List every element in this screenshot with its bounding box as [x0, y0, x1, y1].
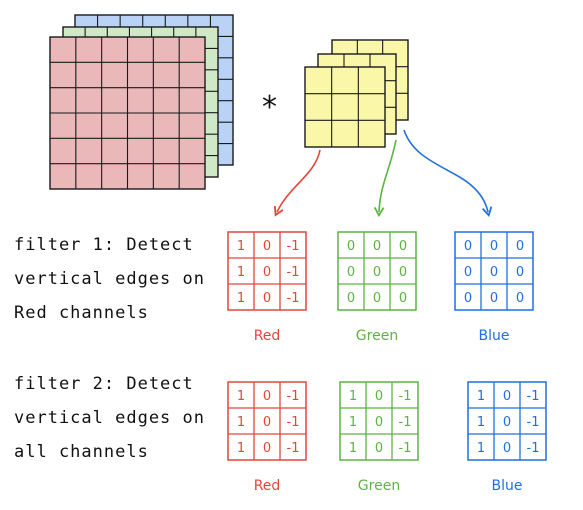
filter-value: 0: [373, 239, 381, 254]
filter-value: 0: [399, 291, 407, 306]
filter-value: 0: [399, 239, 407, 254]
filter-grid-border: [337, 231, 417, 311]
filter-value: 0: [375, 415, 383, 430]
filter2-description-line: filter 2: Detect: [14, 374, 194, 394]
filter-value: 0: [375, 389, 383, 404]
filter2-description-line: all channels: [14, 442, 149, 462]
filter-value: 0: [263, 239, 271, 254]
filter-value: -1: [287, 265, 300, 280]
filter-value: 0: [263, 441, 271, 456]
channel-label: Green: [358, 478, 400, 494]
filter-grid-border: [227, 231, 307, 311]
filter-value: 1: [477, 415, 485, 430]
filter-value: 0: [347, 291, 355, 306]
filter-grid-border: [454, 231, 534, 311]
filter-value: 0: [347, 239, 355, 254]
channel-label: Red: [254, 328, 281, 344]
arrow-to-blue-icon: [403, 129, 493, 218]
filter-value: 1: [349, 415, 357, 430]
arrow-to-red-icon: [274, 149, 321, 217]
filter-value: -1: [399, 415, 412, 430]
filter-value: 0: [263, 291, 271, 306]
channel-label: Blue: [479, 328, 510, 344]
filter-value: 1: [237, 239, 245, 254]
arrow-to-green-icon: [373, 139, 397, 218]
filter-value: 0: [263, 265, 271, 280]
filter-value: -1: [527, 389, 540, 404]
filter-value: -1: [287, 389, 300, 404]
filter-value: 1: [237, 415, 245, 430]
channel-label: Red: [254, 478, 281, 494]
filter1-description: filter 1: Detect vertical edges on Red c…: [14, 228, 205, 330]
filter-value: 0: [375, 441, 383, 456]
filter-value: 0: [347, 265, 355, 280]
input-channel-red: [49, 36, 206, 190]
filter-value: -1: [399, 441, 412, 456]
filter2-description: filter 2: Detect vertical edges on all c…: [14, 367, 205, 469]
filter-grid-border: [339, 381, 419, 461]
filter-value: 0: [516, 265, 524, 280]
filter-value: -1: [287, 441, 300, 456]
filter-value: 1: [237, 291, 245, 306]
filter1-description-line: filter 1: Detect: [14, 235, 194, 255]
filter-value: 0: [516, 239, 524, 254]
filter-value: 1: [237, 265, 245, 280]
filter-value: 1: [237, 441, 245, 456]
filter-value: 0: [490, 291, 498, 306]
filter-value: 0: [503, 415, 511, 430]
filter-value: 0: [373, 265, 381, 280]
filter-value: -1: [527, 415, 540, 430]
filter-value: 0: [516, 291, 524, 306]
filter-value: 0: [503, 441, 511, 456]
kernel-front-layer: [304, 66, 386, 148]
convolution-operator: *: [262, 90, 277, 125]
filter1-description-line: Red channels: [14, 303, 149, 323]
filter-value: 1: [477, 389, 485, 404]
filter-value: 0: [490, 265, 498, 280]
filter-value: 1: [349, 389, 357, 404]
filter-value: 0: [263, 389, 271, 404]
filter-value: 0: [464, 239, 472, 254]
filter-value: 0: [464, 265, 472, 280]
filter-grid-border: [467, 381, 547, 461]
filter-grid-border: [227, 381, 307, 461]
filter1-description-line: vertical edges on: [14, 269, 205, 289]
filter-value: 0: [503, 389, 511, 404]
filter-value: 0: [464, 291, 472, 306]
channel-label: Blue: [492, 478, 523, 494]
filter-value: 0: [373, 291, 381, 306]
filter2-description-line: vertical edges on: [14, 408, 205, 428]
filter-value: 1: [237, 389, 245, 404]
filter-value: -1: [527, 441, 540, 456]
filter-value: 0: [490, 239, 498, 254]
filter-value: 0: [263, 415, 271, 430]
filter-value: 1: [349, 441, 357, 456]
kernel-volume: [304, 39, 409, 148]
filter-value: -1: [287, 415, 300, 430]
filter-value: 1: [477, 441, 485, 456]
filter-value: 0: [399, 265, 407, 280]
channel-label: Green: [356, 328, 398, 344]
filter-value: -1: [287, 291, 300, 306]
kernel-layer-front: [304, 66, 386, 148]
filter-value: -1: [399, 389, 412, 404]
input-image-volume: [49, 14, 234, 190]
filter-value: -1: [287, 239, 300, 254]
